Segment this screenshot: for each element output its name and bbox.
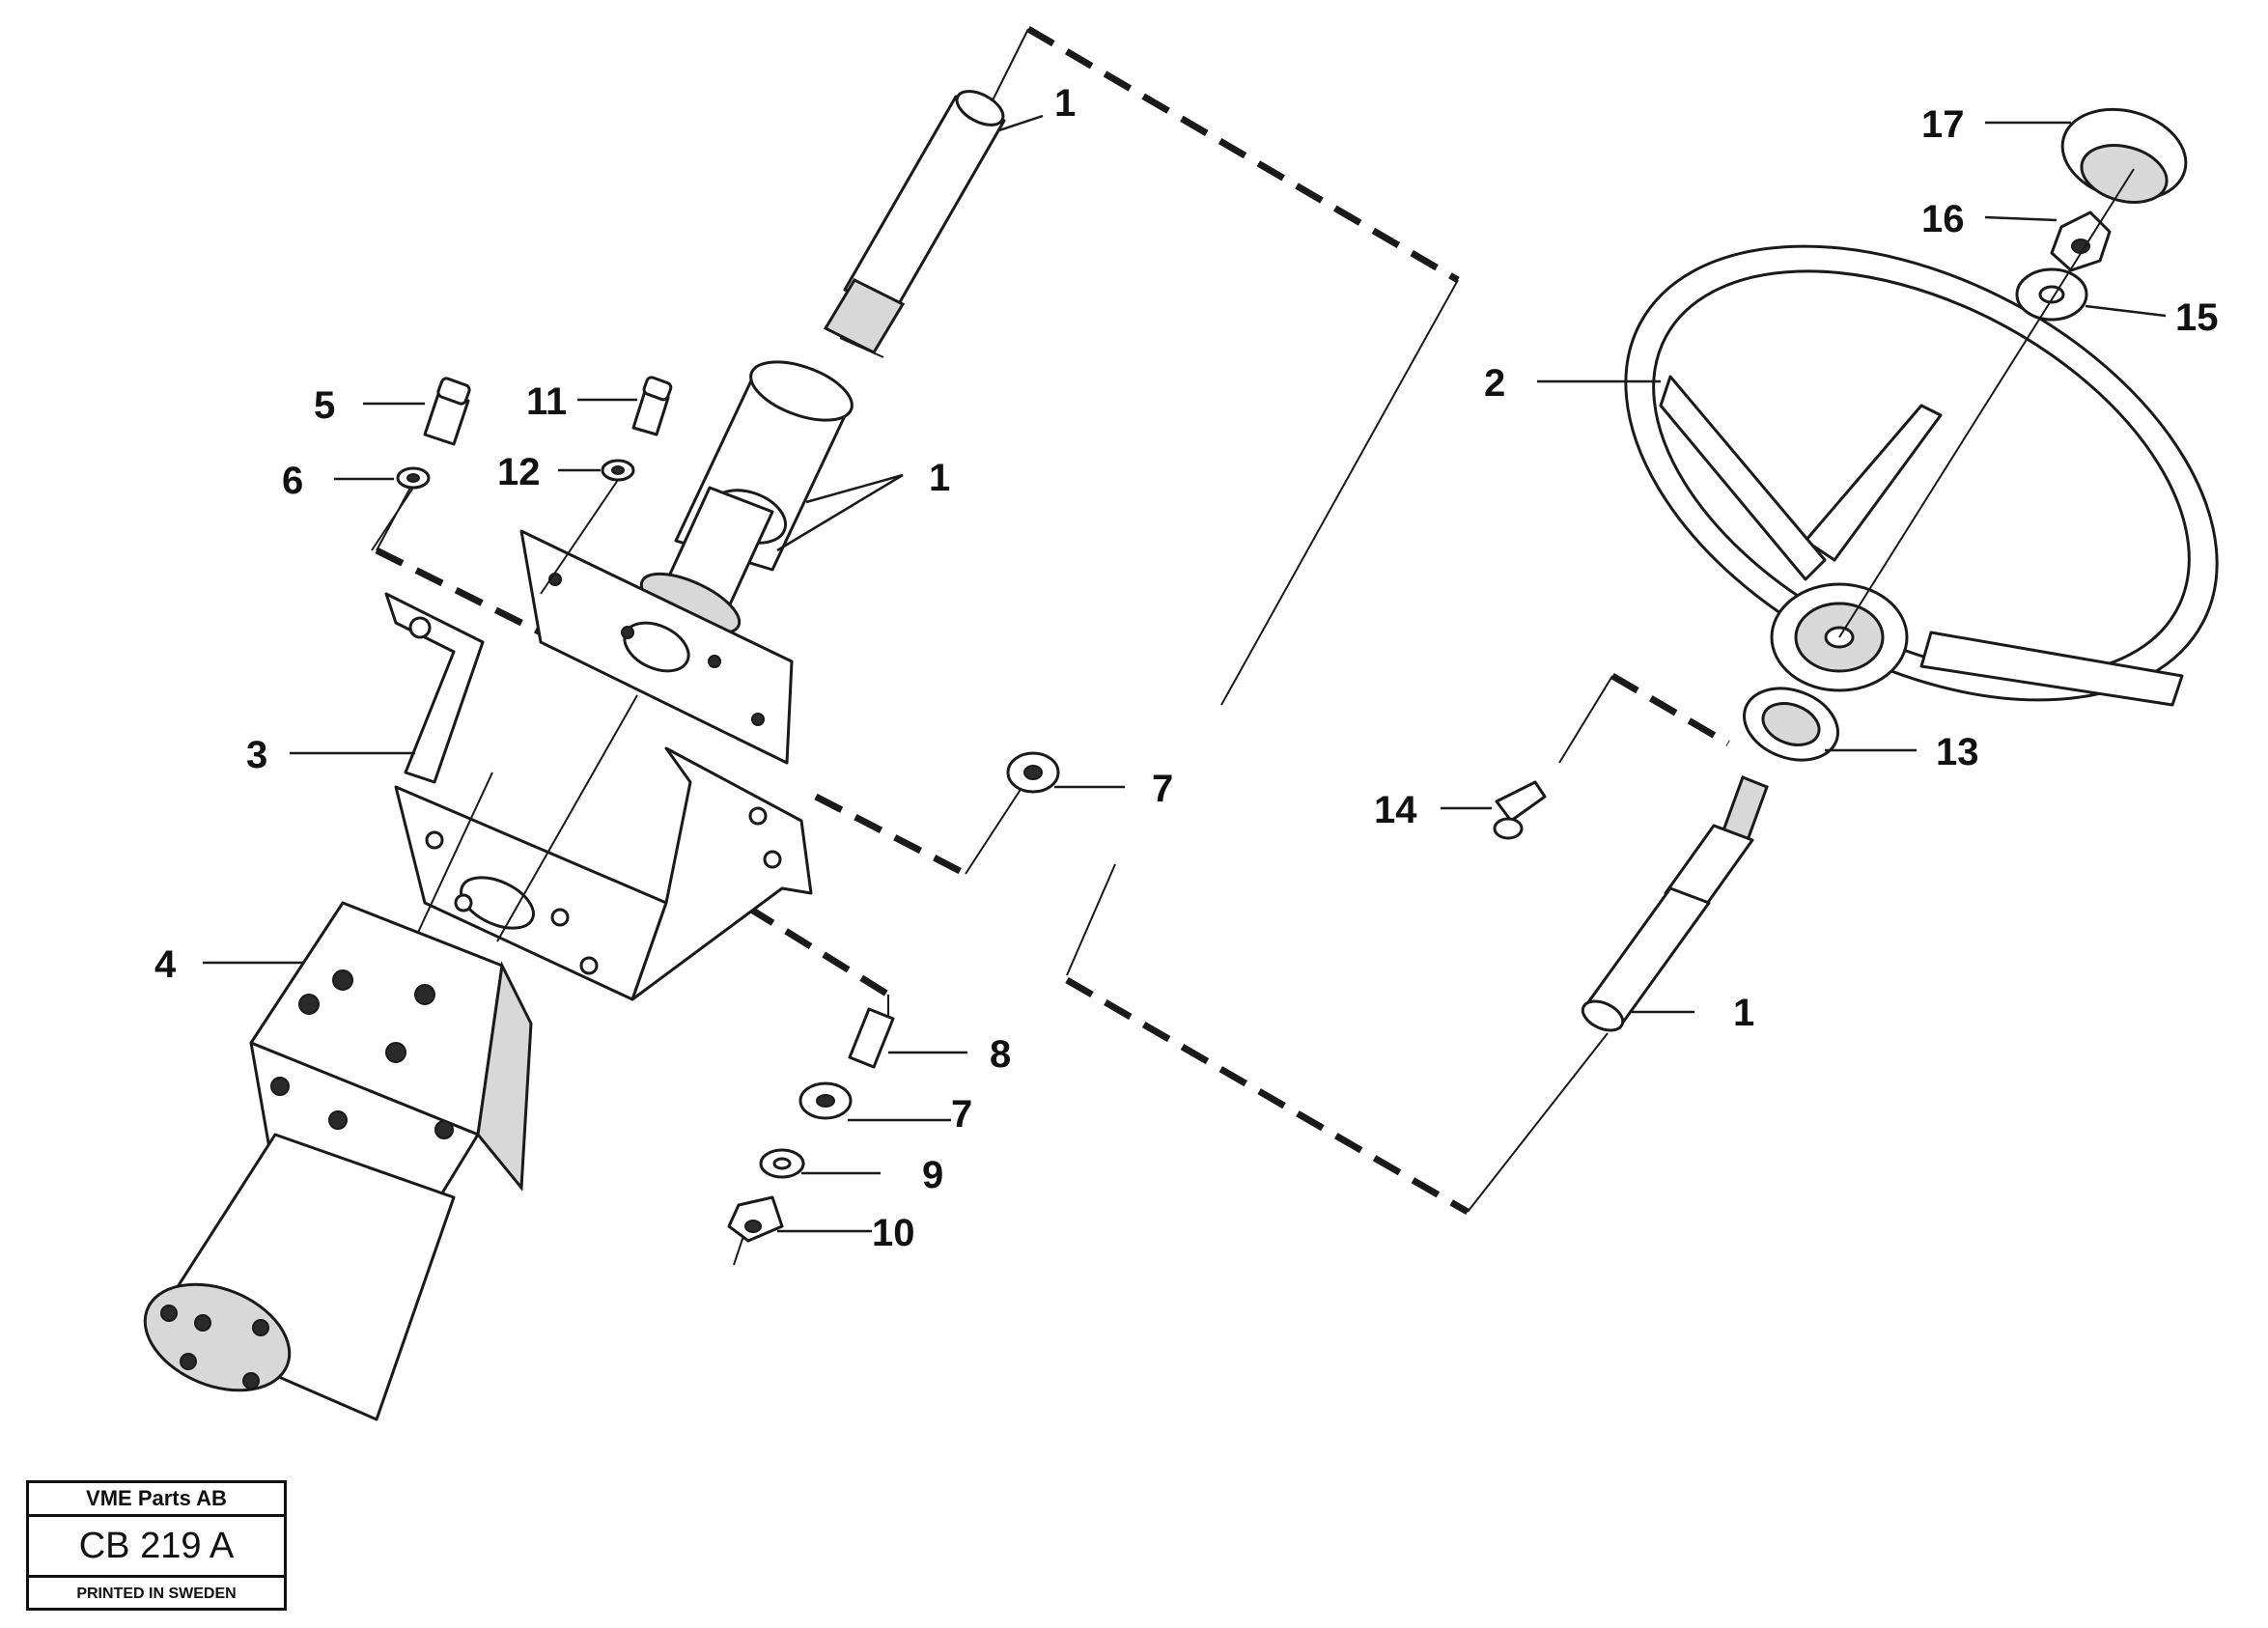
steering-valve [143,901,533,1421]
callout-4: 4 [154,943,177,986]
bracket [384,592,813,1001]
callout-11: 11 [526,380,567,423]
leader-lines [203,114,2167,1233]
callout-15: 15 [2175,296,2219,339]
upper-steering-shaft [823,90,1006,358]
callout-17: 17 [1921,103,1965,146]
phantom-lines [375,25,1730,1216]
callout-1-top: 1 [1054,82,1076,125]
callout-10: 10 [872,1212,915,1254]
hub-parts [1493,107,2188,840]
callout-16: 16 [1921,198,1965,240]
callout-14: 14 [1374,789,1417,831]
callout-labels: 1 1 1 2 3 4 5 6 7 7 8 9 10 11 12 13 14 1… [154,82,2219,1254]
title-block: VME Parts AB CB 219 A PRINTED IN SWEDEN [26,1480,287,1611]
mounting-hardware [727,751,1060,1266]
callout-1-mid: 1 [929,457,950,499]
callout-12: 12 [497,451,541,493]
mounting-plate [519,529,794,765]
steering-wheel [1624,244,2219,707]
callout-13: 13 [1936,731,1979,773]
callout-2: 2 [1484,362,1505,405]
column-tube [639,360,854,635]
callout-1-right: 1 [1733,992,1754,1034]
screws-washers-left [371,376,673,595]
callout-3: 3 [246,734,267,776]
printed-note: PRINTED IN SWEDEN [76,1586,237,1602]
callout-6: 6 [282,460,303,502]
callout-7-lower: 7 [951,1093,972,1136]
lower-shaft [1581,775,1769,1032]
callout-5: 5 [314,384,335,427]
callout-9: 9 [922,1154,943,1196]
company-name: VME Parts AB [29,1483,284,1517]
callout-7-upper: 7 [1152,768,1173,810]
callout-8: 8 [990,1033,1011,1076]
diagram-code: CB 219 A [29,1517,284,1578]
